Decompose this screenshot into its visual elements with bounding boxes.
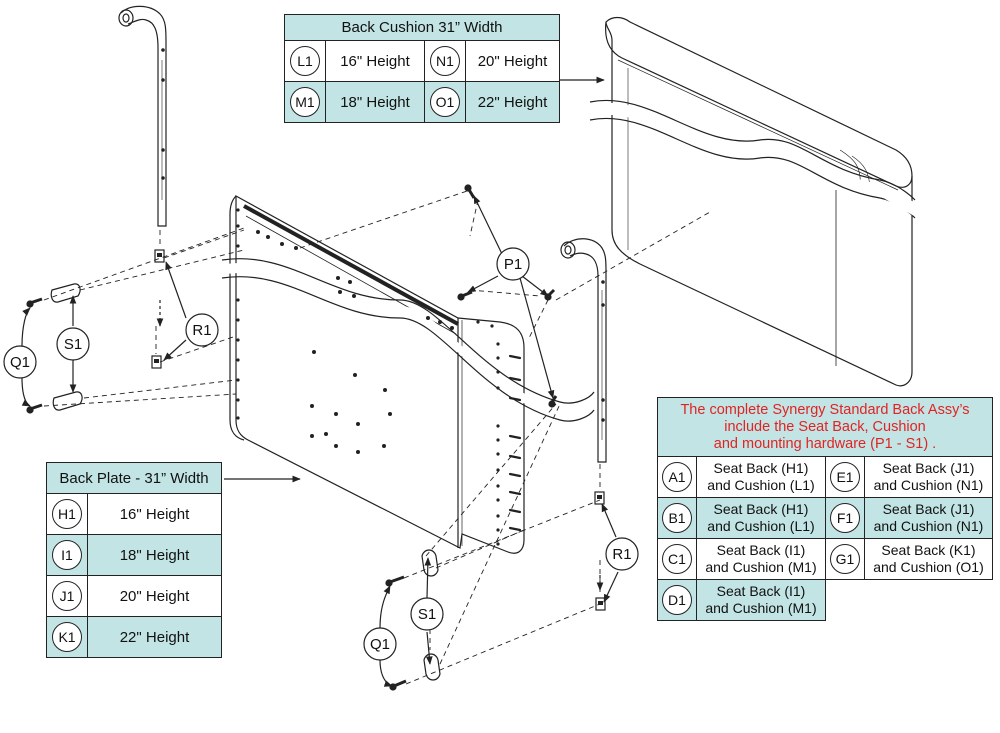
- assembly-lines: [43, 189, 711, 685]
- table-row: A1 Seat Back (H1)and Cushion (L1) E1 Sea…: [657, 456, 993, 498]
- svg-text:S1: S1: [64, 336, 82, 353]
- table-row: H1 16" Height: [46, 493, 222, 535]
- svg-text:S1: S1: [418, 606, 436, 623]
- code-f1: F1: [830, 503, 860, 533]
- left-back-cane: [118, 5, 167, 227]
- height-label: 18" Height: [325, 81, 425, 123]
- back-cushion: [589, 16, 916, 387]
- code-a1: A1: [662, 462, 692, 492]
- back-cushion-table: Back Cushion 31” Width L1 16" Height N1 …: [284, 14, 560, 123]
- table-row: K1 22" Height: [46, 616, 222, 658]
- back-plate-table: Back Plate - 31” Width H1 16" Height I1 …: [46, 462, 222, 658]
- code-n1: N1: [430, 46, 460, 76]
- callout-p1: P1: [496, 247, 530, 281]
- callout-r1-left: R1: [185, 313, 219, 347]
- svg-text:R1: R1: [612, 546, 631, 563]
- back-assy-title: The complete Synergy Standard Back Assy’…: [657, 397, 993, 457]
- height-label: 18" Height: [87, 534, 222, 576]
- code-j1: J1: [52, 581, 82, 611]
- height-label: 20" Height: [465, 40, 560, 82]
- back-plate-title: Back Plate - 31” Width: [46, 462, 222, 494]
- left-hardware: [26, 249, 165, 414]
- code-o1: O1: [430, 87, 460, 117]
- code-d1: D1: [662, 585, 692, 615]
- height-label: 20" Height: [87, 575, 222, 617]
- height-label: 22" Height: [87, 616, 222, 658]
- callout-s1-right: S1: [410, 597, 444, 631]
- assy-description: Seat Back (J1)and Cushion (N1): [864, 497, 993, 539]
- height-label: 16" Height: [325, 40, 425, 82]
- leader-lines: [21, 76, 619, 687]
- table-row: I1 18" Height: [46, 534, 222, 576]
- code-b1: B1: [662, 503, 692, 533]
- empty-cell: [825, 579, 993, 621]
- code-l1: L1: [290, 46, 320, 76]
- callout-q1-left: Q1: [3, 345, 37, 379]
- back-cushion-title: Back Cushion 31” Width: [284, 14, 560, 41]
- svg-text:Q1: Q1: [370, 636, 390, 653]
- back-plate: [221, 194, 595, 554]
- code-k1: K1: [52, 622, 82, 652]
- table-row: J1 20" Height: [46, 575, 222, 617]
- back-assy-table: The complete Synergy Standard Back Assy’…: [657, 397, 993, 621]
- assy-description: Seat Back (K1)and Cushion (O1): [864, 538, 993, 580]
- assy-description: Seat Back (H1)and Cushion (L1): [696, 497, 826, 539]
- assy-description: Seat Back (I1)and Cushion (M1): [696, 538, 826, 580]
- code-g1: G1: [830, 544, 860, 574]
- code-h1: H1: [52, 499, 82, 529]
- callout-r1-right: R1: [605, 537, 639, 571]
- code-e1: E1: [830, 462, 860, 492]
- code-i1: I1: [52, 540, 82, 570]
- table-row: M1 18" Height O1 22" Height: [284, 81, 560, 123]
- assy-description: Seat Back (I1)and Cushion (M1): [696, 579, 826, 621]
- table-row: D1 Seat Back (I1)and Cushion (M1): [657, 579, 993, 621]
- callout-q1-right: Q1: [363, 627, 397, 661]
- height-label: 16" Height: [87, 493, 222, 535]
- svg-text:P1: P1: [504, 256, 522, 273]
- table-row: C1 Seat Back (I1)and Cushion (M1) G1 Sea…: [657, 538, 993, 580]
- right-back-cane: [560, 238, 607, 463]
- callout-s1-left: S1: [56, 327, 90, 361]
- svg-text:R1: R1: [192, 322, 211, 339]
- assy-description: Seat Back (J1)and Cushion (N1): [864, 456, 993, 498]
- code-c1: C1: [662, 544, 692, 574]
- svg-text:Q1: Q1: [10, 354, 30, 371]
- code-m1: M1: [290, 87, 320, 117]
- table-row: L1 16" Height N1 20" Height: [284, 40, 560, 82]
- assy-description: Seat Back (H1)and Cushion (L1): [696, 456, 826, 498]
- table-row: B1 Seat Back (H1)and Cushion (L1) F1 Sea…: [657, 497, 993, 539]
- height-label: 22" Height: [465, 81, 560, 123]
